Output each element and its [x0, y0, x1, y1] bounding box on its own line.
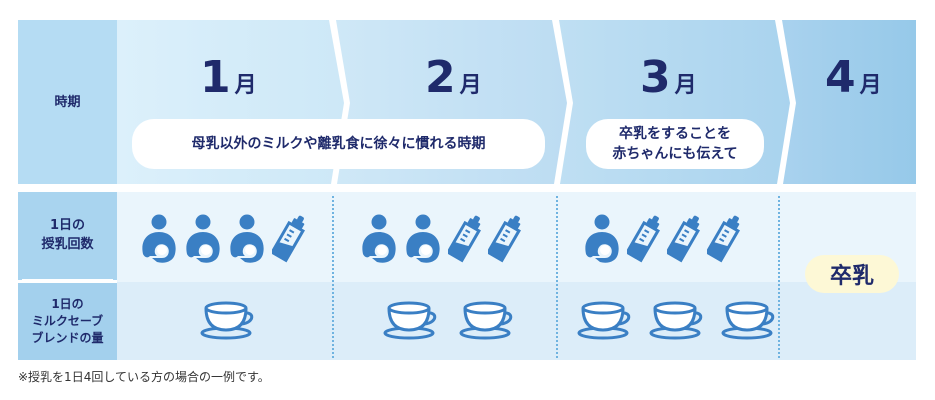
month-number: 3	[640, 52, 671, 103]
cup-icon	[200, 301, 254, 340]
label-line: 1日の	[49, 218, 86, 233]
weaned-badge: 卒乳	[805, 255, 899, 293]
label-line: ミルクセーブ	[31, 314, 104, 328]
breastfeeding-icon	[406, 214, 440, 263]
phase-late-line2: 赤ちゃんにも伝えて	[612, 146, 738, 162]
feeding-label-cell	[18, 192, 117, 280]
cup-icon	[649, 301, 703, 340]
cup-icons	[383, 300, 515, 340]
baby-bottle-icon	[707, 215, 740, 263]
blend-label-cell	[18, 283, 117, 360]
month-number: 4	[825, 52, 856, 103]
month-unit: 月	[674, 73, 697, 98]
breastfeeding-icon	[585, 214, 619, 263]
phase-late-label: 卒乳をすることを 赤ちゃんにも伝えて	[586, 119, 764, 169]
month-number: 1	[200, 52, 231, 103]
cup-icon	[577, 301, 631, 340]
month-4-cell	[782, 20, 916, 184]
label-line: 授乳回数	[41, 237, 94, 252]
label-line: 1日の	[51, 297, 84, 311]
baby-bottle-icon	[627, 215, 660, 263]
label-line: ブレンドの量	[31, 331, 104, 345]
breastfeeding-icon	[362, 214, 396, 263]
cup-icon	[383, 301, 437, 340]
month-unit: 月	[234, 73, 257, 98]
footnote: ※授乳を1日4回している方の場合の一例です。	[18, 370, 270, 384]
cup-icons	[577, 300, 777, 340]
blend-label: 1日の ミルクセーブ ブレンドの量	[18, 283, 117, 360]
period-label: 時期	[54, 94, 81, 110]
baby-bottle-icon	[272, 215, 305, 263]
cup-icon	[721, 301, 775, 340]
column-divider	[556, 196, 558, 358]
phase-early-label: 母乳以外のミルクや離乳食に徐々に慣れる時期	[132, 119, 545, 169]
cup-icons	[200, 300, 256, 340]
feeding-icons	[140, 213, 306, 265]
cup-icon	[459, 301, 513, 340]
baby-bottle-icon	[488, 215, 521, 263]
month-unit: 月	[459, 73, 482, 98]
phase-late-line1: 卒乳をすることを	[619, 126, 731, 142]
column-divider	[332, 196, 334, 358]
breastfeeding-icon	[142, 214, 176, 263]
feeding-icons	[583, 213, 741, 265]
breastfeeding-icon	[186, 214, 220, 263]
breastfeeding-icon	[230, 214, 264, 263]
feeding-label: 1日の 授乳回数	[18, 192, 117, 278]
column-divider	[778, 196, 780, 358]
month-unit: 月	[859, 73, 882, 98]
period-label-cell	[18, 20, 117, 184]
feeding-icons	[360, 213, 522, 265]
baby-bottle-icon	[667, 215, 700, 263]
month-number: 2	[425, 52, 456, 103]
baby-bottle-icon	[448, 215, 481, 263]
